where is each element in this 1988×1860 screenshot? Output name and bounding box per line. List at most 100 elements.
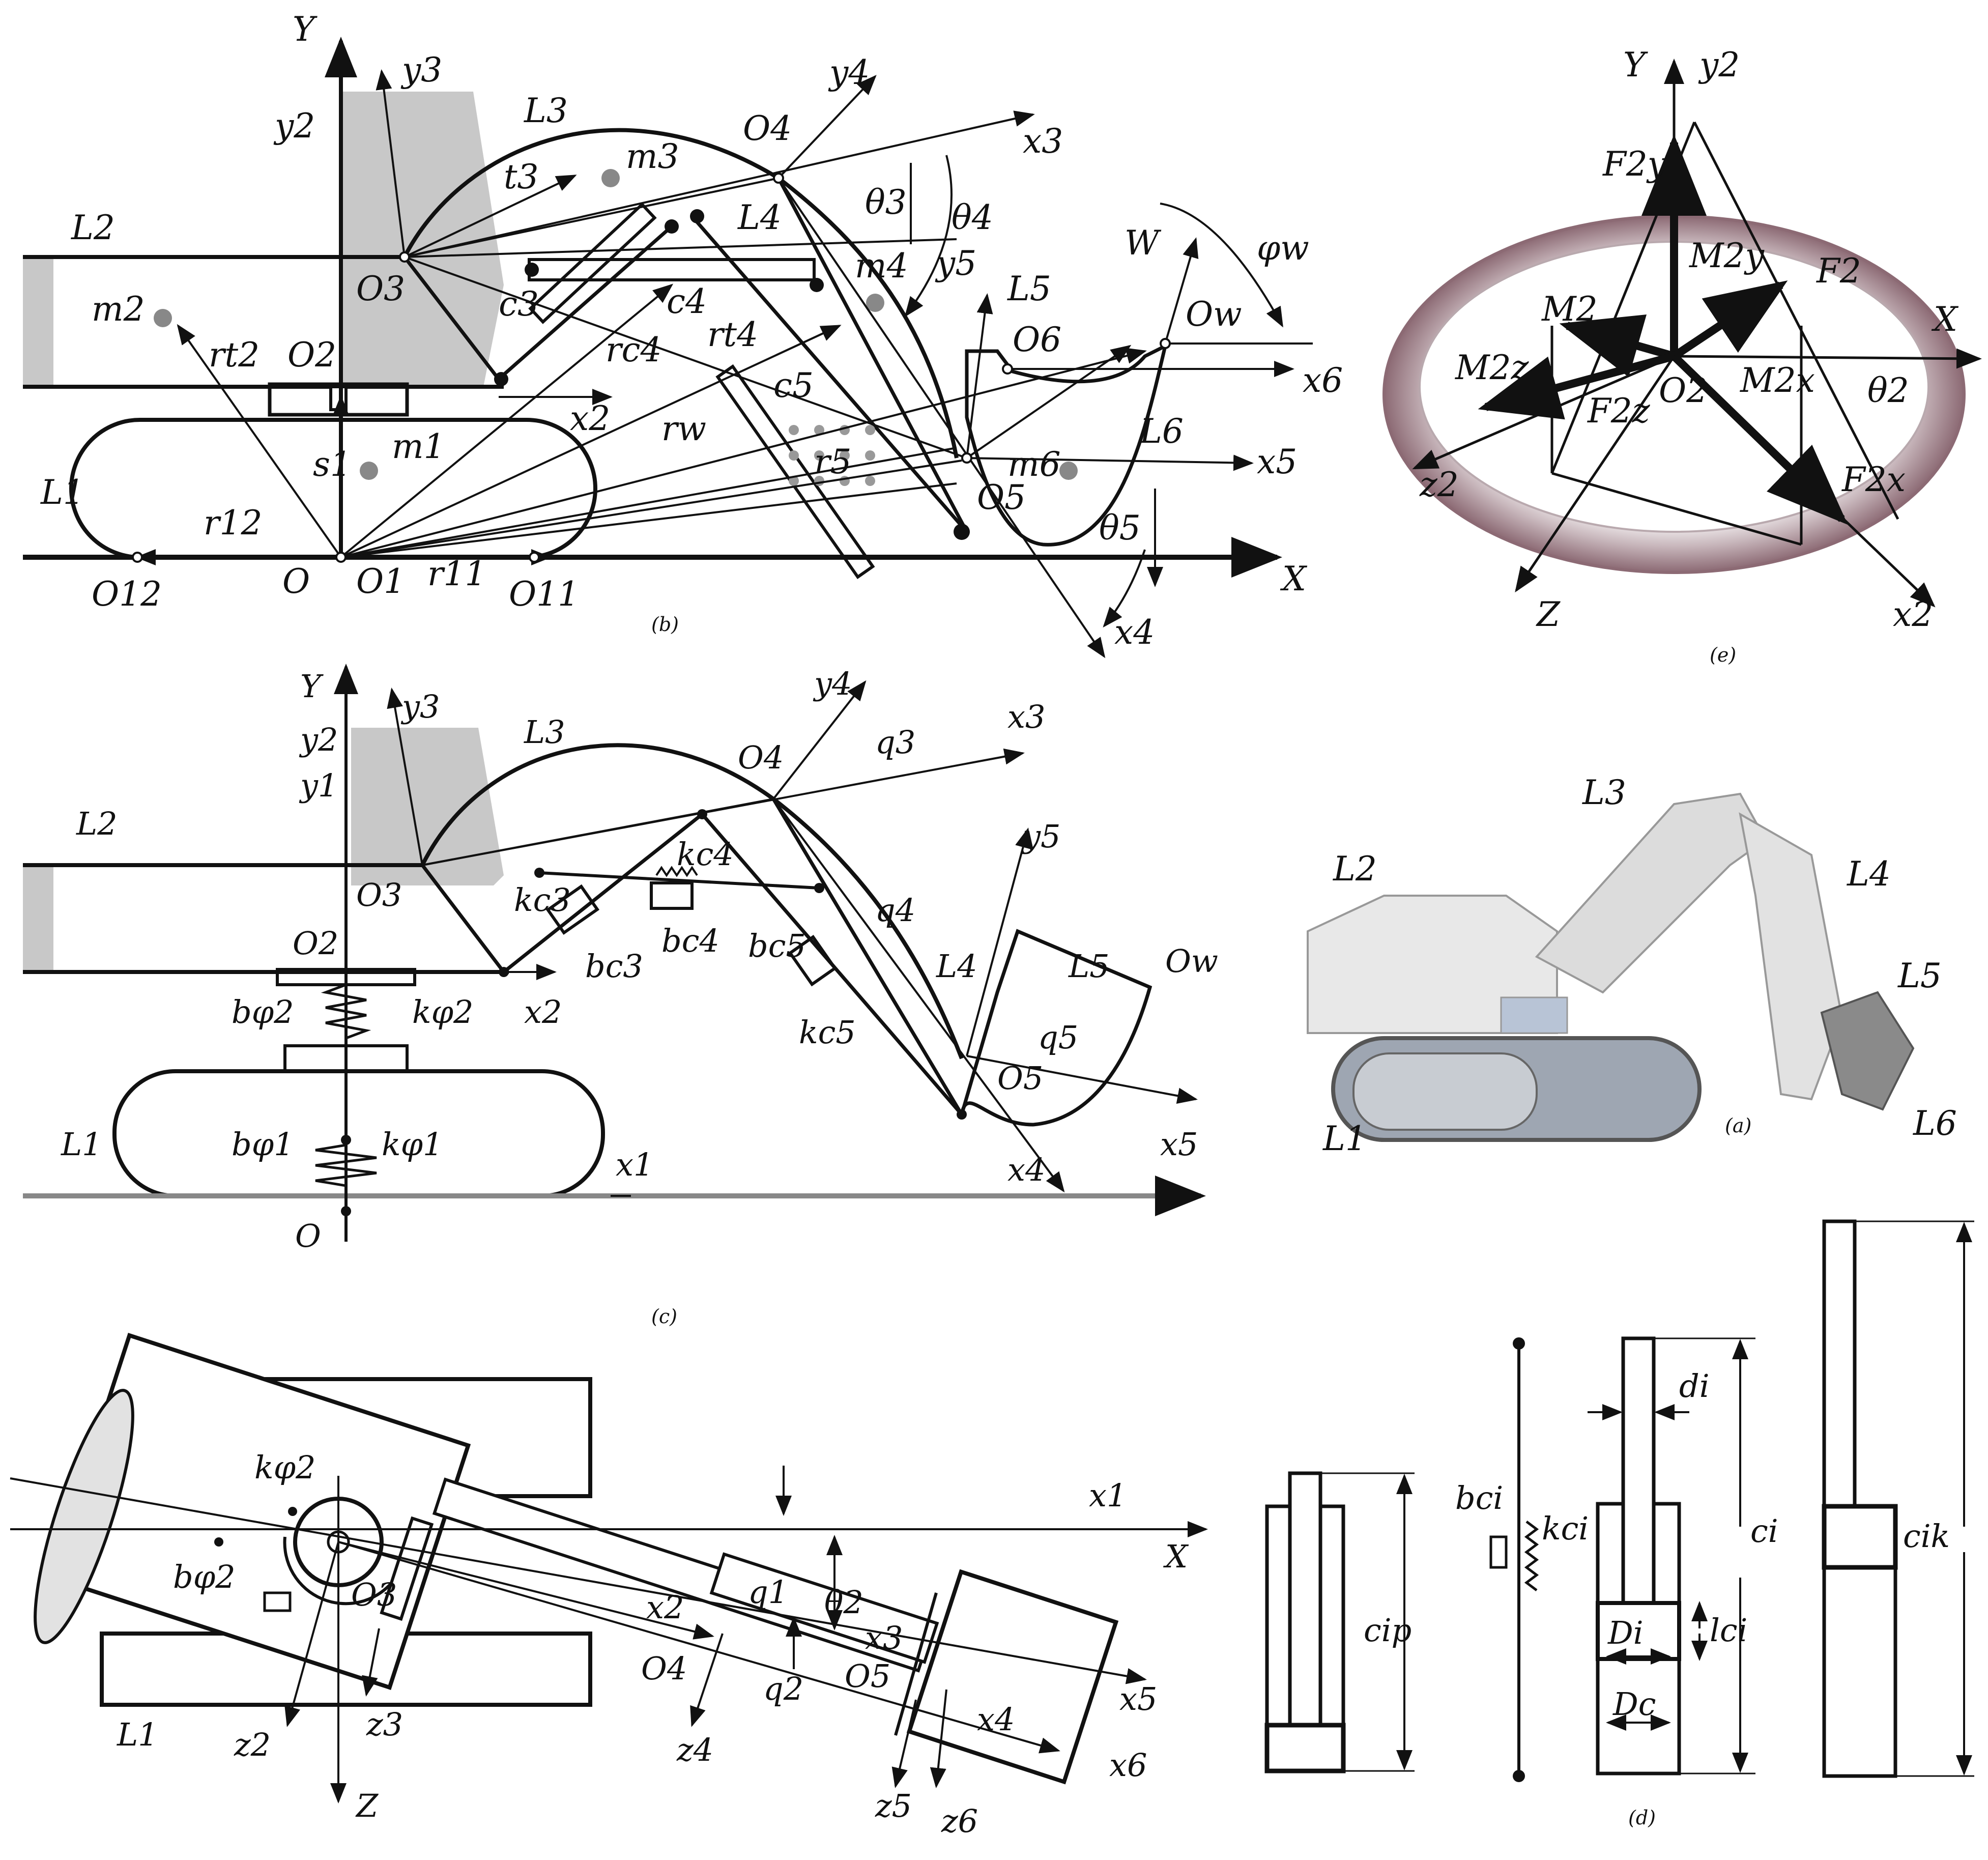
panel-top-view: kφ2 bφ2 O3 O4 O5 L1 x1 X x2 x3 x4 x5 x6 … (10, 1333, 1208, 1840)
mass-m2 (154, 309, 172, 327)
e-Y: Y (1623, 45, 1648, 84)
e-y2: y2 (1698, 45, 1740, 84)
c-Y: Y (300, 668, 324, 705)
c-O5: O5 (997, 1060, 1043, 1097)
a-L2: L2 (1333, 849, 1377, 889)
top-bphi2: bφ2 (173, 1558, 236, 1595)
b-Y: Y (293, 10, 318, 49)
mass-m3 (601, 169, 620, 187)
top-O4: O4 (641, 1650, 687, 1687)
e-z2: z2 (1419, 465, 1459, 504)
b-L4: L4 (737, 198, 782, 237)
e-F2y: F2y (1602, 145, 1667, 184)
b-y3: y3 (400, 50, 442, 90)
c-bc5: bc5 (748, 927, 806, 964)
c-O2: O2 (293, 925, 338, 962)
d-Dc: Dc (1612, 1685, 1656, 1723)
b-Ow: Ow (1186, 295, 1242, 334)
mass-m6 (1059, 462, 1078, 480)
b-O: O (282, 562, 310, 601)
b-x3: x3 (1023, 122, 1063, 161)
caption-a: (a) (1725, 1114, 1751, 1137)
top-q1: q1 (748, 1573, 788, 1611)
b-c5: c5 (773, 366, 814, 405)
panel-b-planar-model: Y X y3 y2 y4 y5 x2 x3 x4 x5 x6 L1 L2 L3 … (23, 10, 1343, 659)
boom-outline (402, 128, 959, 459)
top-x1: x1 (1089, 1477, 1127, 1514)
panel-e-slewing-bearing: Y y2 X z2 Z x2 F2y F2 F2x F2z M2y M2 M2z… (1382, 45, 1982, 666)
b-t3: t3 (504, 157, 539, 196)
excavator-bucket (1820, 991, 1915, 1111)
top-L1: L1 (117, 1716, 158, 1753)
c-kc4: kc4 (677, 836, 734, 873)
b-O1: O1 (356, 562, 405, 601)
d-cip: cip (1364, 1612, 1411, 1649)
a-L3: L3 (1582, 773, 1626, 812)
b-m4: m4 (855, 246, 908, 285)
mass-m4 (866, 294, 884, 312)
b-x2: x2 (570, 399, 610, 438)
b-theta4: θ4 (952, 198, 993, 237)
b-L1: L1 (40, 473, 84, 512)
c-bc4: bc4 (661, 922, 719, 959)
top-z6: z6 (941, 1802, 978, 1840)
e-M2y: M2y (1689, 236, 1765, 275)
c-x4: x4 (1007, 1151, 1045, 1188)
c-bphi1: bφ1 (232, 1126, 294, 1163)
e-M2: M2 (1541, 290, 1598, 329)
b-r5: r5 (814, 442, 852, 481)
c-O3: O3 (356, 876, 402, 913)
top-kphi2: kφ2 (254, 1449, 315, 1486)
angle-arcs (904, 155, 1283, 628)
b-theta5: θ5 (1099, 508, 1141, 548)
c-y4: y4 (813, 665, 852, 702)
e-F2: F2 (1816, 251, 1861, 291)
top-X: X (1163, 1538, 1189, 1575)
c-q5: q5 (1038, 1019, 1078, 1056)
b-y5: y5 (935, 244, 976, 283)
c-Ow: Ow (1165, 942, 1218, 980)
b-L5: L5 (1007, 269, 1051, 308)
b-s1: s1 (313, 445, 352, 484)
b-L6: L6 (1139, 412, 1184, 451)
top-O5: O5 (845, 1657, 890, 1695)
c-O: O (295, 1217, 321, 1254)
c-L2: L2 (76, 805, 118, 842)
top-z3: z3 (366, 1706, 403, 1743)
a-L1: L1 (1322, 1119, 1367, 1158)
top-x2: x2 (646, 1589, 684, 1626)
panel-a-excavator-rendering: L1 L2 L3 L4 L5 L6 (a) (1307, 773, 1957, 1158)
c-y2: y2 (299, 721, 338, 758)
top-x3: x3 (865, 1619, 903, 1656)
c-L4: L4 (936, 948, 977, 985)
top-z4: z4 (676, 1731, 713, 1768)
top-q2: q2 (763, 1670, 803, 1707)
top-theta2: θ2 (824, 1584, 863, 1621)
e-theta2: θ2 (1867, 371, 1909, 410)
c-y3: y3 (400, 688, 440, 725)
b-W: W (1125, 223, 1162, 263)
mass-m1 (360, 462, 378, 480)
b-phiw: φw (1257, 228, 1309, 268)
e-Z: Z (1536, 595, 1561, 634)
counterweight-shading (23, 257, 53, 387)
a-L5: L5 (1897, 956, 1942, 995)
top-x4: x4 (977, 1701, 1015, 1738)
d-lci: lci (1710, 1612, 1747, 1649)
caption-b: (b) (651, 613, 679, 636)
b-O12: O12 (92, 575, 162, 614)
position-vectors (135, 69, 1313, 659)
b-r11: r11 (427, 554, 486, 593)
b-L2: L2 (71, 208, 115, 247)
b-rt2: rt2 (209, 335, 260, 375)
b-O4: O4 (743, 109, 792, 148)
c-L5: L5 (1068, 948, 1110, 985)
excavator-boom (1535, 792, 1767, 994)
b-m6: m6 (1007, 445, 1061, 484)
b-rt4: rt4 (707, 315, 758, 354)
c-kphi1: kφ1 (382, 1126, 443, 1163)
bucket-outline (965, 342, 1168, 547)
d-Di: Di (1607, 1614, 1644, 1651)
b-O5: O5 (977, 478, 1026, 517)
